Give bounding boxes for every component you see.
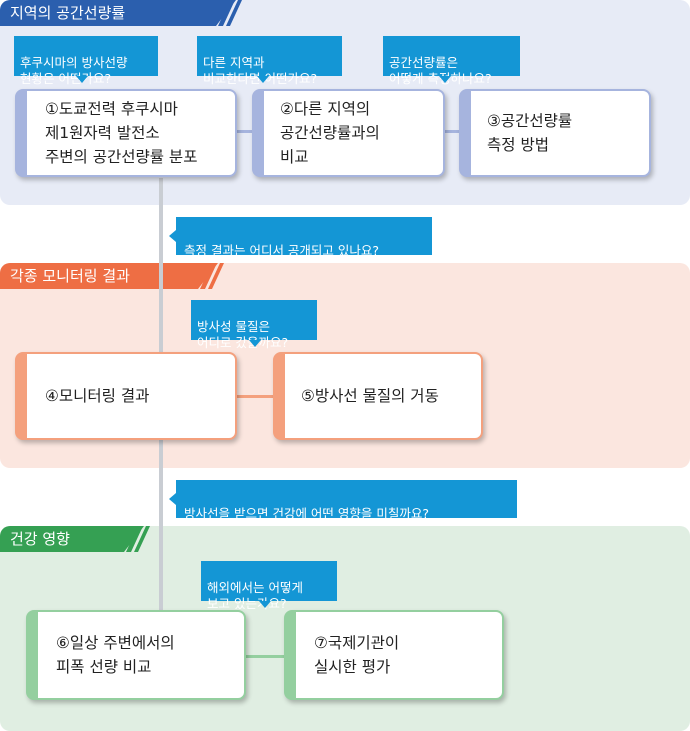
box-label: ①도쿄전력 후쿠시마 제1원자력 발전소 주변의 공간선량률 분포 xyxy=(45,100,198,166)
box-monitoring-results[interactable]: ④모니터링 결과 xyxy=(15,352,237,440)
box-label: ④모니터링 결과 xyxy=(45,387,150,405)
callout-tail xyxy=(257,76,269,83)
callout-tail xyxy=(439,76,451,83)
question-callout: 해외에서는 어떻게 보고 있는가요? xyxy=(201,561,337,611)
section-title-2: 각종 모니터링 결과 xyxy=(0,263,218,289)
box-label: ⑦국제기관이 실시한 평가 xyxy=(314,634,400,676)
connector-line xyxy=(159,178,163,354)
callout-text: 측정 결과는 어디서 공개되고 있나요? xyxy=(184,243,380,258)
box-label: ③공간선량률 측정 방법 xyxy=(487,112,573,154)
connector-line xyxy=(236,395,276,398)
callout-tail xyxy=(249,340,261,347)
callout-text: 후쿠시마의 방사선량 현황은 어떤가요? xyxy=(20,55,128,86)
box-label: ②다른 지역의 공간선량률과의 비교 xyxy=(280,100,380,166)
callout-tail xyxy=(259,601,271,608)
box-dose-rate-distribution[interactable]: ①도쿄전력 후쿠시마 제1원자력 발전소 주변의 공간선량률 분포 xyxy=(15,89,237,177)
slash-decoration xyxy=(218,0,242,26)
callout-tail xyxy=(169,230,176,242)
question-callout: 방사성 물질은 어디로 갔을까요? xyxy=(191,300,317,350)
box-label: ⑤방사선 물질의 거동 xyxy=(301,387,439,405)
question-callout: 후쿠시마의 방사선량 현황은 어떤가요? xyxy=(14,36,158,86)
connector-line xyxy=(244,655,284,658)
box-measurement-method[interactable]: ③공간선량률 측정 방법 xyxy=(459,89,651,177)
connector-line xyxy=(159,440,163,612)
box-regional-comparison[interactable]: ②다른 지역의 공간선량률과의 비교 xyxy=(252,89,445,177)
question-callout: 측정 결과는 어디서 공개되고 있나요? xyxy=(169,217,432,258)
connector-line xyxy=(235,130,255,133)
question-callout: 방사선을 받으면 건강에 어떤 영향을 미칠까요? xyxy=(169,480,517,521)
callout-text: 방사성 물질은 어디로 갔을까요? xyxy=(197,319,289,350)
callout-text: 방사선을 받으면 건강에 어떤 영향을 미칠까요? xyxy=(184,506,430,521)
box-international-evaluation[interactable]: ⑦국제기관이 실시한 평가 xyxy=(284,610,504,700)
section-title-1: 지역의 공간선량률 xyxy=(0,0,236,26)
box-daily-exposure-comparison[interactable]: ⑥일상 주변에서의 피폭 선량 비교 xyxy=(26,610,246,700)
box-radioactive-material-behavior[interactable]: ⑤방사선 물질의 거동 xyxy=(273,352,483,440)
slash-decoration xyxy=(126,526,150,552)
question-callout: 공간선량률은 어떻게 측정하나요? xyxy=(383,36,520,86)
callout-text: 해외에서는 어떻게 보고 있는가요? xyxy=(207,580,303,611)
connector-line xyxy=(442,130,462,133)
callout-text: 다른 지역과 비교한다면 어떤가요? xyxy=(203,55,318,86)
box-label: ⑥일상 주변에서의 피폭 선량 비교 xyxy=(56,634,175,676)
callout-tail xyxy=(169,493,176,505)
question-callout: 다른 지역과 비교한다면 어떤가요? xyxy=(197,36,342,86)
callout-tail xyxy=(76,76,88,83)
section-title-3: 건강 영향 xyxy=(0,526,144,552)
slash-decoration xyxy=(200,263,224,289)
